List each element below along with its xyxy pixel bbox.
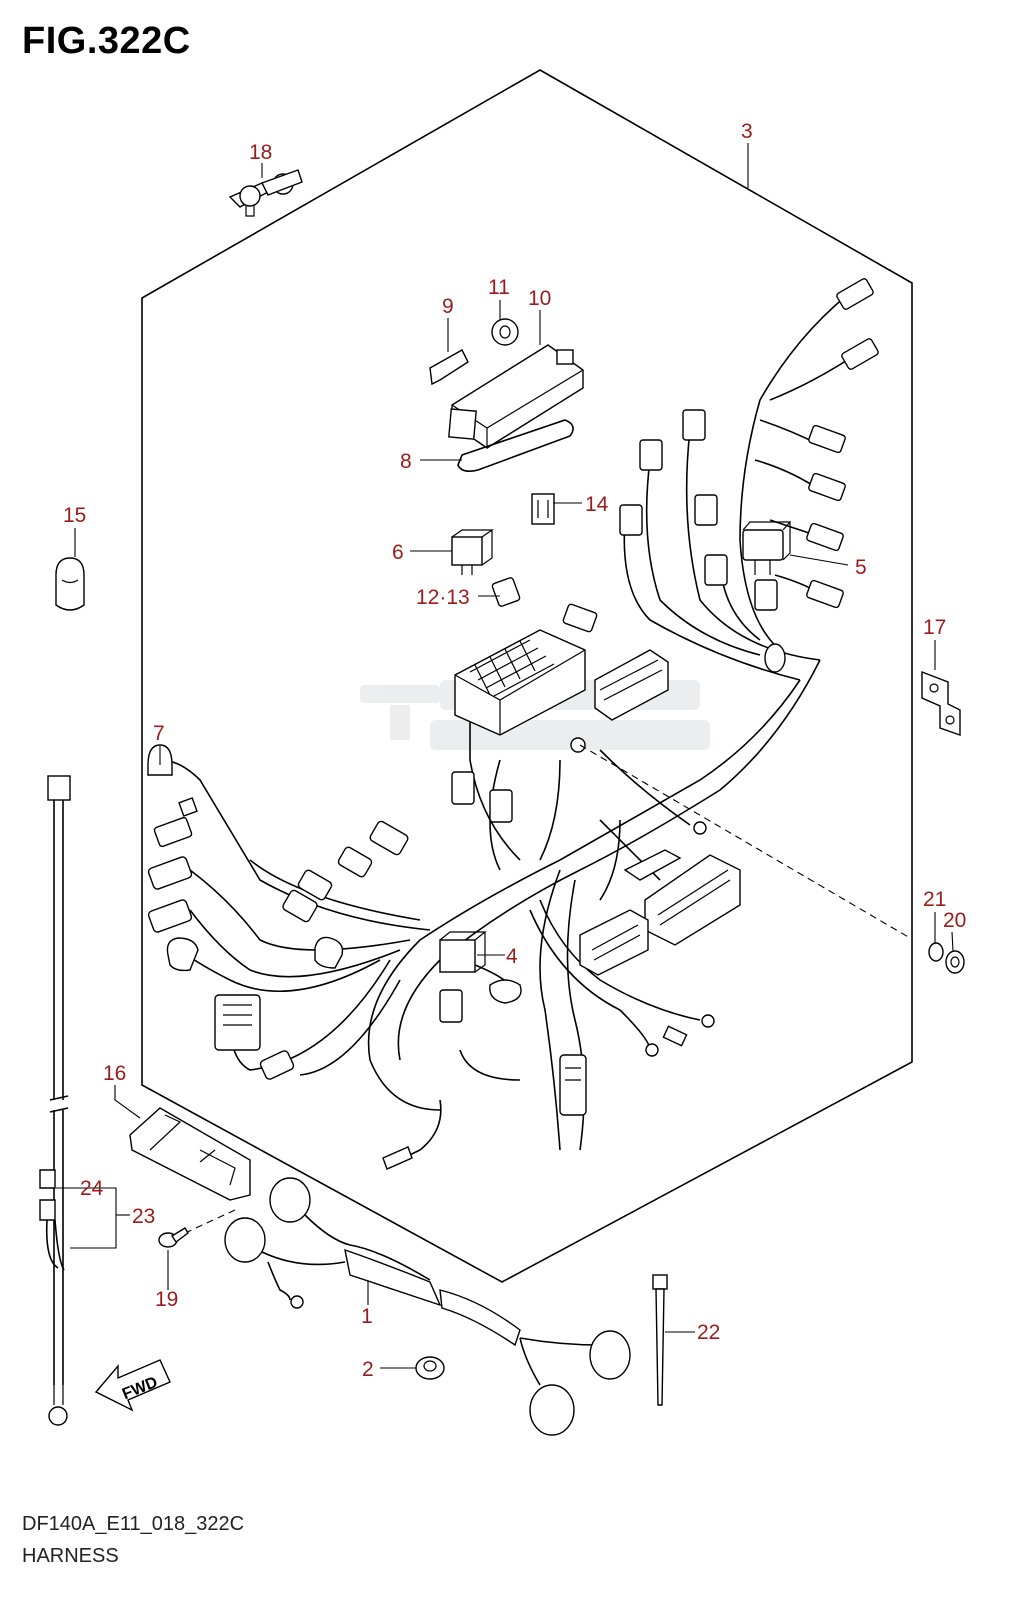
ecm-connector-small: [579, 909, 649, 976]
callout-18: 18: [249, 141, 272, 164]
fuse-part-14: [531, 493, 555, 525]
relay-part-4: [439, 931, 522, 1004]
callout-16: 16: [103, 1062, 126, 1085]
callout-2: 2: [362, 1358, 374, 1381]
fuse-holder-part-24: [39, 1169, 65, 1271]
callout-24: 24: [80, 1177, 104, 1200]
nut-part-2: [415, 1356, 445, 1380]
relay-part-5: [742, 521, 792, 575]
connectors-upper-right: [562, 278, 879, 673]
lead-wire-part-23: [47, 775, 71, 1426]
holder-part-16: [129, 1107, 251, 1201]
cable-tie-part-22: [652, 1274, 668, 1406]
cap-part-15: [55, 557, 85, 611]
callout-19: 19: [155, 1288, 178, 1311]
callout-22: 22: [697, 1321, 720, 1344]
callout-20: 20: [943, 909, 966, 932]
callout-9: 9: [442, 295, 454, 318]
callout-6: 6: [392, 541, 404, 564]
callout-12-13: 12·13: [416, 586, 470, 609]
bolt-axis-17: [579, 744, 911, 939]
junction-block: [454, 629, 669, 736]
callout-21: 21: [923, 888, 946, 911]
callout-23: 23: [132, 1205, 155, 1228]
model-code: DF140A_E11_018_322C: [22, 1513, 245, 1535]
connectors-left: [147, 744, 199, 972]
callout-10: 10: [528, 287, 551, 310]
figure-title: FIG.322C: [22, 20, 191, 62]
callout-8: 8: [400, 450, 412, 473]
callout-4: 4: [506, 945, 518, 968]
sub-harness-part-1: [224, 1177, 631, 1436]
figure-name: HARNESS: [22, 1545, 119, 1567]
callout-15: 15: [63, 504, 86, 527]
clip-part-18: [228, 169, 303, 217]
assembly-outline: [141, 69, 913, 1283]
callout-7: 7: [153, 722, 165, 745]
callout-5: 5: [855, 556, 867, 579]
nut-part-20: [945, 950, 965, 974]
gasket-part-8: [457, 419, 574, 472]
fuse-box-part-10: [448, 344, 584, 449]
washer-part-21: [928, 942, 944, 962]
relay-part-6: [451, 529, 494, 575]
callout-labels: 1 2 3 4 5 6 7 8 9 10 11 12·13 14 15 16 1…: [63, 120, 966, 1381]
leader-lines: [56, 143, 954, 1369]
callout-17: 17: [923, 616, 946, 639]
bracket-part-17: [921, 670, 961, 736]
fuse-part-12-13: [491, 577, 521, 607]
callout-14: 14: [585, 493, 609, 516]
callout-11: 11: [488, 276, 510, 299]
screw-part-19: [158, 1227, 189, 1248]
grommet-part-11: [491, 318, 519, 346]
bolt-axis-19: [184, 1209, 236, 1234]
fwd-arrow-icon: FWD: [94, 1359, 171, 1412]
callout-3: 3: [741, 120, 753, 143]
connectors-center: [214, 737, 715, 1170]
ecm-connector-large: [623, 849, 741, 946]
callout-1: 1: [361, 1305, 373, 1328]
clip-part-9: [429, 349, 469, 386]
